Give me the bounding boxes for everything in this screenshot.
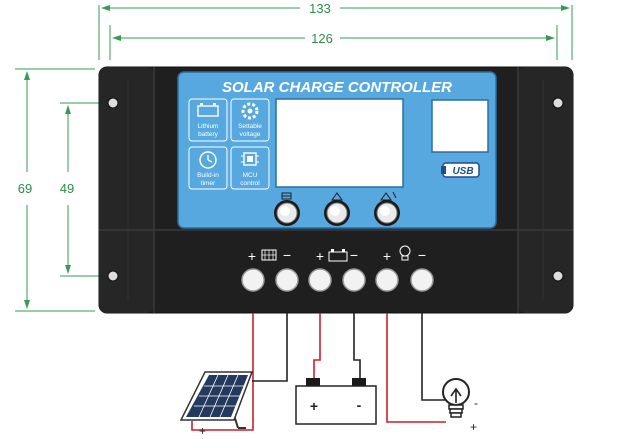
dim-inner-width: 126 (311, 31, 333, 46)
solar-minus-label: − (283, 247, 291, 263)
down-arrow-icon (380, 191, 397, 201)
terminal-solar-plus (241, 268, 265, 292)
solar-panel (179, 371, 254, 429)
solar-positive-sign: + (199, 424, 206, 438)
battery (295, 378, 377, 425)
bulb-icon (399, 245, 411, 261)
solar-negative-sign: - (260, 373, 264, 387)
battery-negative-sign: - (357, 397, 362, 413)
wire-load-positive (386, 313, 446, 423)
load-negative-sign: - (474, 396, 478, 410)
terminal-battery-minus (342, 268, 366, 292)
up-button[interactable] (324, 200, 350, 226)
svg-text:timer: timer (201, 180, 216, 187)
terminal-labels: + − + − + − (248, 245, 426, 264)
terminal-load-minus (410, 268, 434, 292)
load-plus-label: + (383, 248, 391, 264)
feature-lithium-battery: Lithium battery (188, 98, 228, 142)
battery-positive-sign: + (310, 398, 318, 414)
feature-mcu-control: MCU control (230, 146, 270, 190)
dim-overall-height: 69 (18, 181, 32, 196)
panel-title: SOLAR CHARGE CONTROLLER (222, 79, 452, 96)
dim-overall-width: 133 (309, 1, 331, 16)
down-button[interactable] (374, 200, 400, 226)
svg-text:voltage: voltage (240, 131, 261, 138)
clock-icon (199, 151, 217, 169)
svg-text:Settable: Settable (238, 123, 262, 130)
wire-load-negative (421, 313, 445, 401)
svg-text:Build-in: Build-in (197, 172, 219, 179)
mount-hole (552, 270, 564, 282)
wire-solar-positive (191, 313, 254, 431)
wire-solar-negative (252, 313, 288, 382)
svg-text:control: control (240, 180, 260, 187)
terminal-solar-minus (275, 268, 299, 292)
menu-button[interactable] (274, 200, 300, 226)
chip-icon (241, 152, 259, 166)
lcd-screen (275, 98, 404, 188)
load-minus-label: − (418, 247, 426, 263)
svg-text:battery: battery (198, 131, 219, 138)
terminal-block (241, 268, 434, 292)
wire-battery-positive (313, 313, 321, 378)
feature-build-in-timer: Build-in timer (188, 146, 228, 190)
wire-battery-negative (353, 313, 361, 378)
load-positive-sign: + (470, 420, 477, 434)
gear-icon (241, 102, 259, 120)
dim-inner-height: 49 (60, 181, 74, 196)
terminal-battery-plus (308, 268, 332, 292)
mount-hole (107, 270, 119, 282)
terminal-load-plus (375, 268, 399, 292)
light-bulb (442, 378, 470, 418)
battery-plus-label: + (316, 248, 324, 264)
menu-icon (281, 192, 292, 200)
mount-hole (552, 97, 564, 109)
usb-logo: USB (441, 162, 480, 178)
svg-text:Lithium: Lithium (198, 123, 219, 130)
svg-text:MCU: MCU (243, 172, 258, 179)
usb-port (431, 99, 489, 153)
battery-minus-label: − (350, 247, 358, 263)
mount-hole (107, 97, 119, 109)
svg-text:USB: USB (452, 166, 473, 177)
front-panel: SOLAR CHARGE CONTROLLER Lithium battery … (177, 71, 497, 229)
solar-panel-icon (261, 249, 277, 261)
battery-icon (197, 103, 219, 117)
wiring (191, 313, 446, 431)
feature-settable-voltage: Settable voltage (230, 98, 270, 142)
battery-icon (328, 249, 348, 262)
solar-plus-label: + (248, 248, 256, 264)
